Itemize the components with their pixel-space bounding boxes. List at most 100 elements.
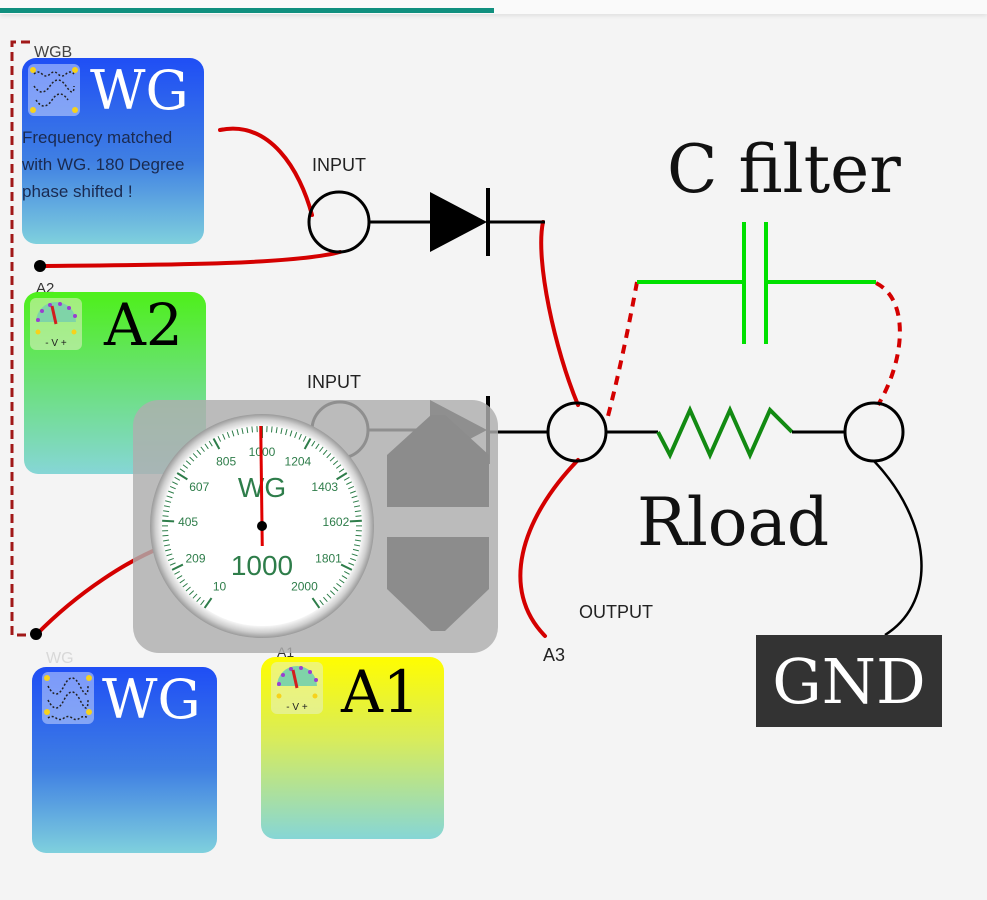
- diode-1[interactable]: [307, 188, 545, 256]
- dial-scale-label: 607: [189, 480, 209, 494]
- card-wg[interactable]: WG: [32, 667, 217, 853]
- dial-tick: [319, 446, 324, 452]
- dial-tick: [336, 582, 342, 588]
- dial-tick: [196, 596, 201, 603]
- dial-tick: [192, 453, 198, 459]
- dial-scale-label: 10: [213, 580, 227, 594]
- output-label: OUTPUT: [579, 602, 653, 622]
- svg-text:- V +: - V +: [45, 338, 67, 349]
- dial-tick: [315, 443, 320, 450]
- dial-tick: [182, 464, 189, 469]
- dial-tick: [294, 432, 298, 439]
- dial-tick: [196, 449, 202, 455]
- capacitor-symbol[interactable]: [637, 222, 876, 344]
- output-node[interactable]: [546, 401, 608, 463]
- resistor-symbol[interactable]: [656, 405, 794, 460]
- dial-tick: [200, 446, 205, 452]
- ground-label: GND: [772, 644, 926, 718]
- dial-tick: [167, 557, 174, 561]
- dial-tick: [182, 582, 188, 588]
- dial-tick: [236, 429, 239, 436]
- dial-tick: [208, 440, 213, 447]
- dial-scale-label: 209: [185, 551, 205, 565]
- dial-tick: [275, 427, 278, 434]
- frequency-dial[interactable]: 10209405607805100012041403160218012000 W…: [148, 412, 376, 640]
- ground-node[interactable]: [843, 401, 905, 463]
- dial-tick: [285, 429, 288, 436]
- dial-tick: [188, 590, 195, 596]
- dial-tick: [166, 553, 173, 557]
- dial-tick: [169, 562, 176, 566]
- dial-tick: [212, 438, 221, 450]
- card-caption-wgb: WGB: [34, 44, 73, 61]
- dial-tick: [226, 432, 230, 439]
- dial-value: 1000: [231, 550, 293, 581]
- wire-diode1-to-output[interactable]: [539, 220, 580, 407]
- dial-tick: [355, 534, 362, 537]
- ground-block[interactable]: GND: [756, 635, 942, 727]
- dial-tick: [332, 460, 339, 466]
- analog-meter-icon: - V +: [30, 298, 82, 350]
- dial-tick: [348, 485, 355, 490]
- input-node-1[interactable]: [307, 190, 371, 254]
- dial-tick: [353, 505, 361, 508]
- dial-tick: [289, 430, 293, 437]
- wire-ground[interactable]: [873, 460, 923, 637]
- dial-tick: [204, 443, 209, 450]
- card-wgb[interactable]: WG Frequency matched with WG. 180 Degree…: [22, 58, 204, 244]
- dial-tick: [311, 440, 316, 447]
- wire-input1-to-a2[interactable]: [38, 250, 342, 268]
- card-title-wgb: WG: [90, 59, 189, 122]
- link-bracket: [10, 40, 36, 637]
- svg-text:- V +: - V +: [286, 702, 308, 713]
- dial-tick: [200, 599, 205, 606]
- dial-tick: [354, 510, 361, 513]
- increase-frequency-button[interactable]: [387, 415, 489, 507]
- card-a1[interactable]: - V + A1: [261, 657, 444, 839]
- waveform-generator-icon: [42, 672, 94, 724]
- dial-tick: [354, 539, 361, 542]
- link-dot-bottom[interactable]: [30, 628, 42, 640]
- dial-tick: [351, 553, 358, 557]
- card-title-wg: WG: [102, 668, 201, 731]
- dial-tick: [346, 481, 352, 485]
- dial-tick: [340, 563, 353, 571]
- wire-output-to-a3[interactable]: [518, 458, 580, 638]
- dial-tick: [280, 427, 283, 435]
- dial-tick: [352, 548, 359, 552]
- dial-tick: [185, 460, 192, 466]
- resistor-title: Rload: [637, 484, 830, 561]
- wire-cap-left[interactable]: [605, 281, 639, 421]
- dial-tick: [165, 500, 172, 503]
- dial-scale-label: 405: [178, 515, 198, 529]
- top-bar: [0, 0, 987, 14]
- diode-1-symbol: [430, 192, 487, 252]
- dial-tick: [302, 435, 307, 442]
- dial-tick: [350, 557, 357, 561]
- dial-tick: [176, 575, 183, 580]
- dial-tick: [174, 570, 180, 575]
- input-label-2: INPUT: [307, 372, 361, 392]
- dial-tick: [251, 426, 253, 433]
- dial-tick: [163, 539, 170, 542]
- dial-tick: [341, 575, 348, 580]
- input-label-1: INPUT: [312, 155, 366, 175]
- decrease-frequency-button[interactable]: [387, 537, 489, 631]
- card-caption-wg: WG: [46, 650, 74, 667]
- dial-scale-label: 805: [216, 454, 236, 468]
- dial-tick: [163, 505, 171, 508]
- dial-tick: [349, 519, 362, 523]
- dial-scale-label: 1204: [285, 454, 312, 468]
- dial-tick: [354, 544, 361, 547]
- dial-tick: [333, 586, 339, 592]
- dial-tick: [179, 579, 186, 584]
- dial-tick: [189, 456, 195, 462]
- dial-tick: [343, 476, 350, 481]
- progress-bar: [0, 8, 494, 13]
- analog-meter-icon: - V +: [271, 662, 323, 714]
- link-dot-top[interactable]: [34, 260, 46, 272]
- dial-pivot: [257, 521, 267, 531]
- wire-wgb-to-input1[interactable]: [218, 126, 314, 217]
- wire-cap-right[interactable]: [875, 281, 902, 407]
- dial-tick: [271, 426, 273, 433]
